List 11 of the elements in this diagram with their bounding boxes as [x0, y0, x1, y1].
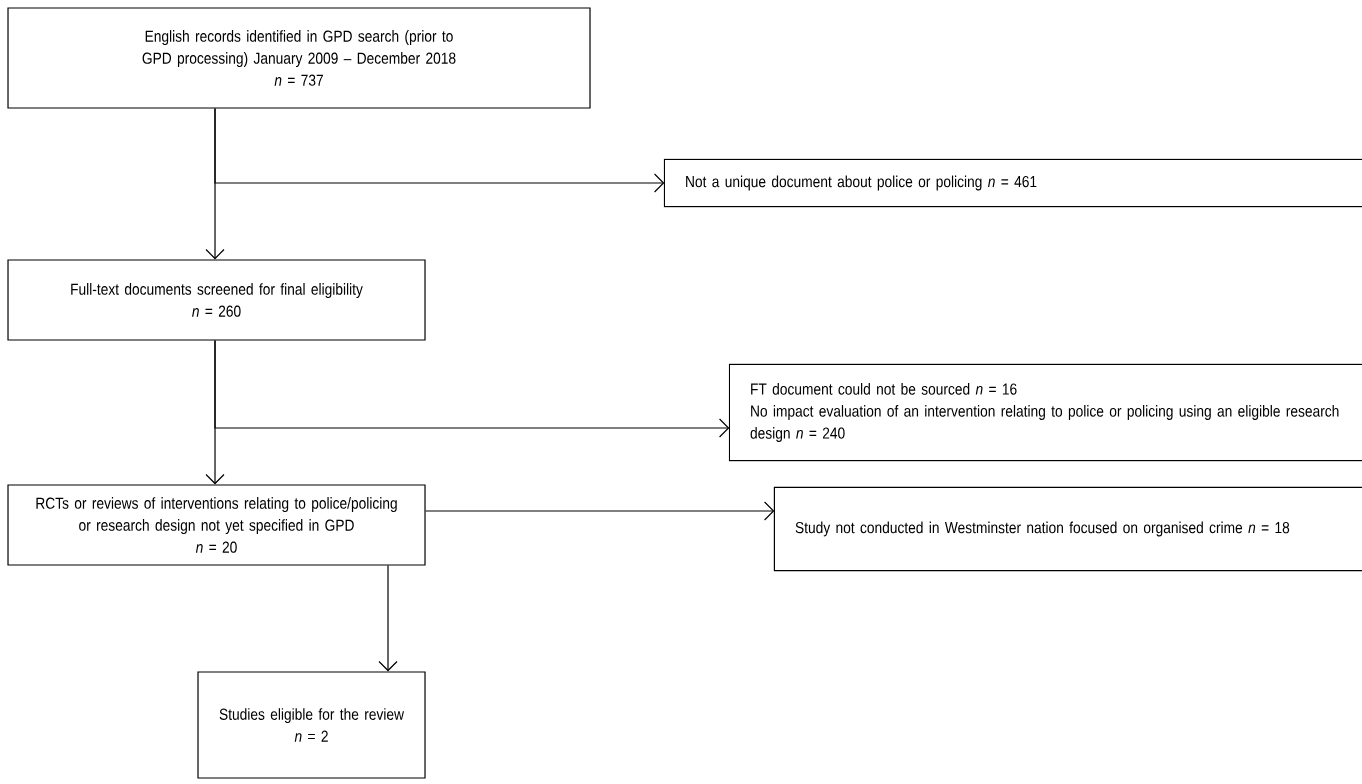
flow-box: Studies eligible for the review n = 2	[197, 671, 426, 779]
flow-box: FT document could not be sourced n = 16 No impact evaluation of an intervention relating to police or policing using an eligible research design n = 240	[728, 363, 1362, 462]
arrow	[378, 565, 398, 672]
flow-box: Study not conducted in Westminster nation focused on organised crime n = 18	[773, 486, 1362, 572]
flow-box: Full-text documents screened for final eligibility n = 260	[7, 259, 426, 341]
flow-box: Not a unique document about police or policing n = 461	[663, 158, 1362, 208]
flow-box: RCTs or reviews of interventions relating to police/policing or research design not yet specified in GPD n = 20	[7, 484, 426, 566]
arrow	[214, 108, 665, 193]
arrow	[214, 340, 730, 438]
arrow	[425, 501, 775, 521]
flow-box: English records identified in GPD search (prior to GPD processing) January 2009 – December 2018 n = 737	[7, 7, 591, 109]
